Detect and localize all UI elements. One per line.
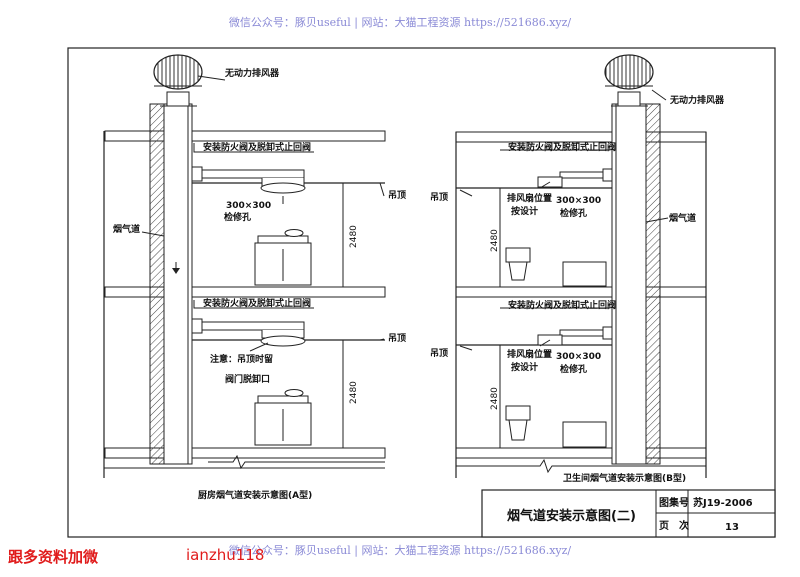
ceiling-label-right-lower: 吊顶 xyxy=(430,348,448,359)
valve-label-left-upper: 安装防火阀及脱卸式止回阀 xyxy=(203,141,311,153)
valve-label-right-upper: 安装防火阀及脱卸式止回阀 xyxy=(508,141,616,153)
access-size-label-right-lower: 300×300 xyxy=(556,352,601,362)
flue-wall-outer-right xyxy=(645,103,661,465)
roof-fan-right xyxy=(604,54,654,90)
flue-wall-outer-left xyxy=(149,103,165,465)
caption-left: 厨房烟气道安装示意图(A型) xyxy=(198,489,312,501)
dim-label-right-lower: 2480 xyxy=(490,387,500,410)
drawing-title: 烟气道安装示意图(二) xyxy=(507,508,636,524)
roof-slab-left xyxy=(104,130,386,142)
ceiling-label-left-upper: 吊顶 xyxy=(388,190,406,201)
page-number-label: 页 次 xyxy=(659,519,689,532)
bathroom-diagram-b: 无动力排风器 安装防火阀及脱卸式止回阀 安装防火阀及脱卸式止回阀 排风扇位置 按… xyxy=(430,54,725,484)
watermark-top: 微信公众号：豚贝useful | 网站：大猫工程资源 https://52168… xyxy=(228,16,572,29)
page-number-value: 13 xyxy=(725,522,739,533)
roof-fan-label-left: 无动力排风器 xyxy=(224,67,280,79)
drawing-border xyxy=(67,47,776,538)
watermark-bottom: 微信公众号：豚贝useful | 网站：大猫工程资源 https://52168… xyxy=(228,544,572,557)
flue-wall-inner-right xyxy=(611,103,617,465)
toilet-right-1 xyxy=(505,247,531,263)
kitchen-diagram-a: 无动力排风器 安装防火阀及脱卸式止回阀 安装防火阀及脱卸式止回阀 300×300… xyxy=(103,54,406,501)
atlas-number-label: 图集号 xyxy=(659,496,689,509)
dim-label-left-lower: 2480 xyxy=(349,381,359,404)
access-size-label-left: 300×300 xyxy=(226,201,271,211)
roof-slab-right xyxy=(455,131,707,143)
title-block: 烟气道安装示意图(二) 图集号 苏J19-2006 页 次 13 xyxy=(481,489,776,538)
fan-position-label-right-upper: 排风扇位置 xyxy=(507,192,552,204)
dim-label-left-upper: 2480 xyxy=(349,225,359,248)
atlas-number-value: 苏J19-2006 xyxy=(693,496,753,509)
floor-slab-right-2 xyxy=(455,447,707,459)
floor-slab-right-1 xyxy=(455,286,707,298)
flue-shaft-left xyxy=(163,103,189,465)
roof-fan-left xyxy=(153,54,203,90)
flue-label-right: 烟气道 xyxy=(669,212,696,224)
flue-label-left: 烟气道 xyxy=(113,223,140,235)
caption-right: 卫生间烟气道安装示意图(B型) xyxy=(563,472,686,484)
roof-fan-label-right: 无动力排风器 xyxy=(669,94,725,106)
footer-promo-text: 跟多资料加微 xyxy=(8,548,99,566)
access-hole-label-right-upper: 检修孔 xyxy=(560,207,587,219)
note-line2-left: 阀门脱卸口 xyxy=(225,373,270,385)
note-line1-left: 注意：吊顶时留 xyxy=(210,353,273,365)
flue-wall-inner-left xyxy=(187,103,193,465)
access-size-label-right-upper: 300×300 xyxy=(556,196,601,206)
fan-position-label-right-lower: 排风扇位置 xyxy=(507,348,552,360)
access-hole-label-left: 检修孔 xyxy=(224,211,251,223)
valve-label-left-lower: 安装防火阀及脱卸式止回阀 xyxy=(203,297,311,309)
fan-design-label-right-upper: 按设计 xyxy=(511,205,538,217)
access-hole-label-right-lower: 检修孔 xyxy=(560,363,587,375)
floor-slab-left-2 xyxy=(104,447,386,459)
floor-slab-left-1 xyxy=(104,286,386,298)
ceiling-label-left-lower: 吊顶 xyxy=(388,333,406,344)
toilet-right-2 xyxy=(505,405,531,421)
footer-handle-text: ianzhu118 xyxy=(186,546,265,564)
dim-label-right-upper: 2480 xyxy=(490,229,500,252)
valve-label-right-lower: 安装防火阀及脱卸式止回阀 xyxy=(508,299,616,311)
flue-shaft-right xyxy=(615,103,647,465)
fan-design-label-right-lower: 按设计 xyxy=(511,361,538,373)
ceiling-label-right-upper: 吊顶 xyxy=(430,192,448,203)
